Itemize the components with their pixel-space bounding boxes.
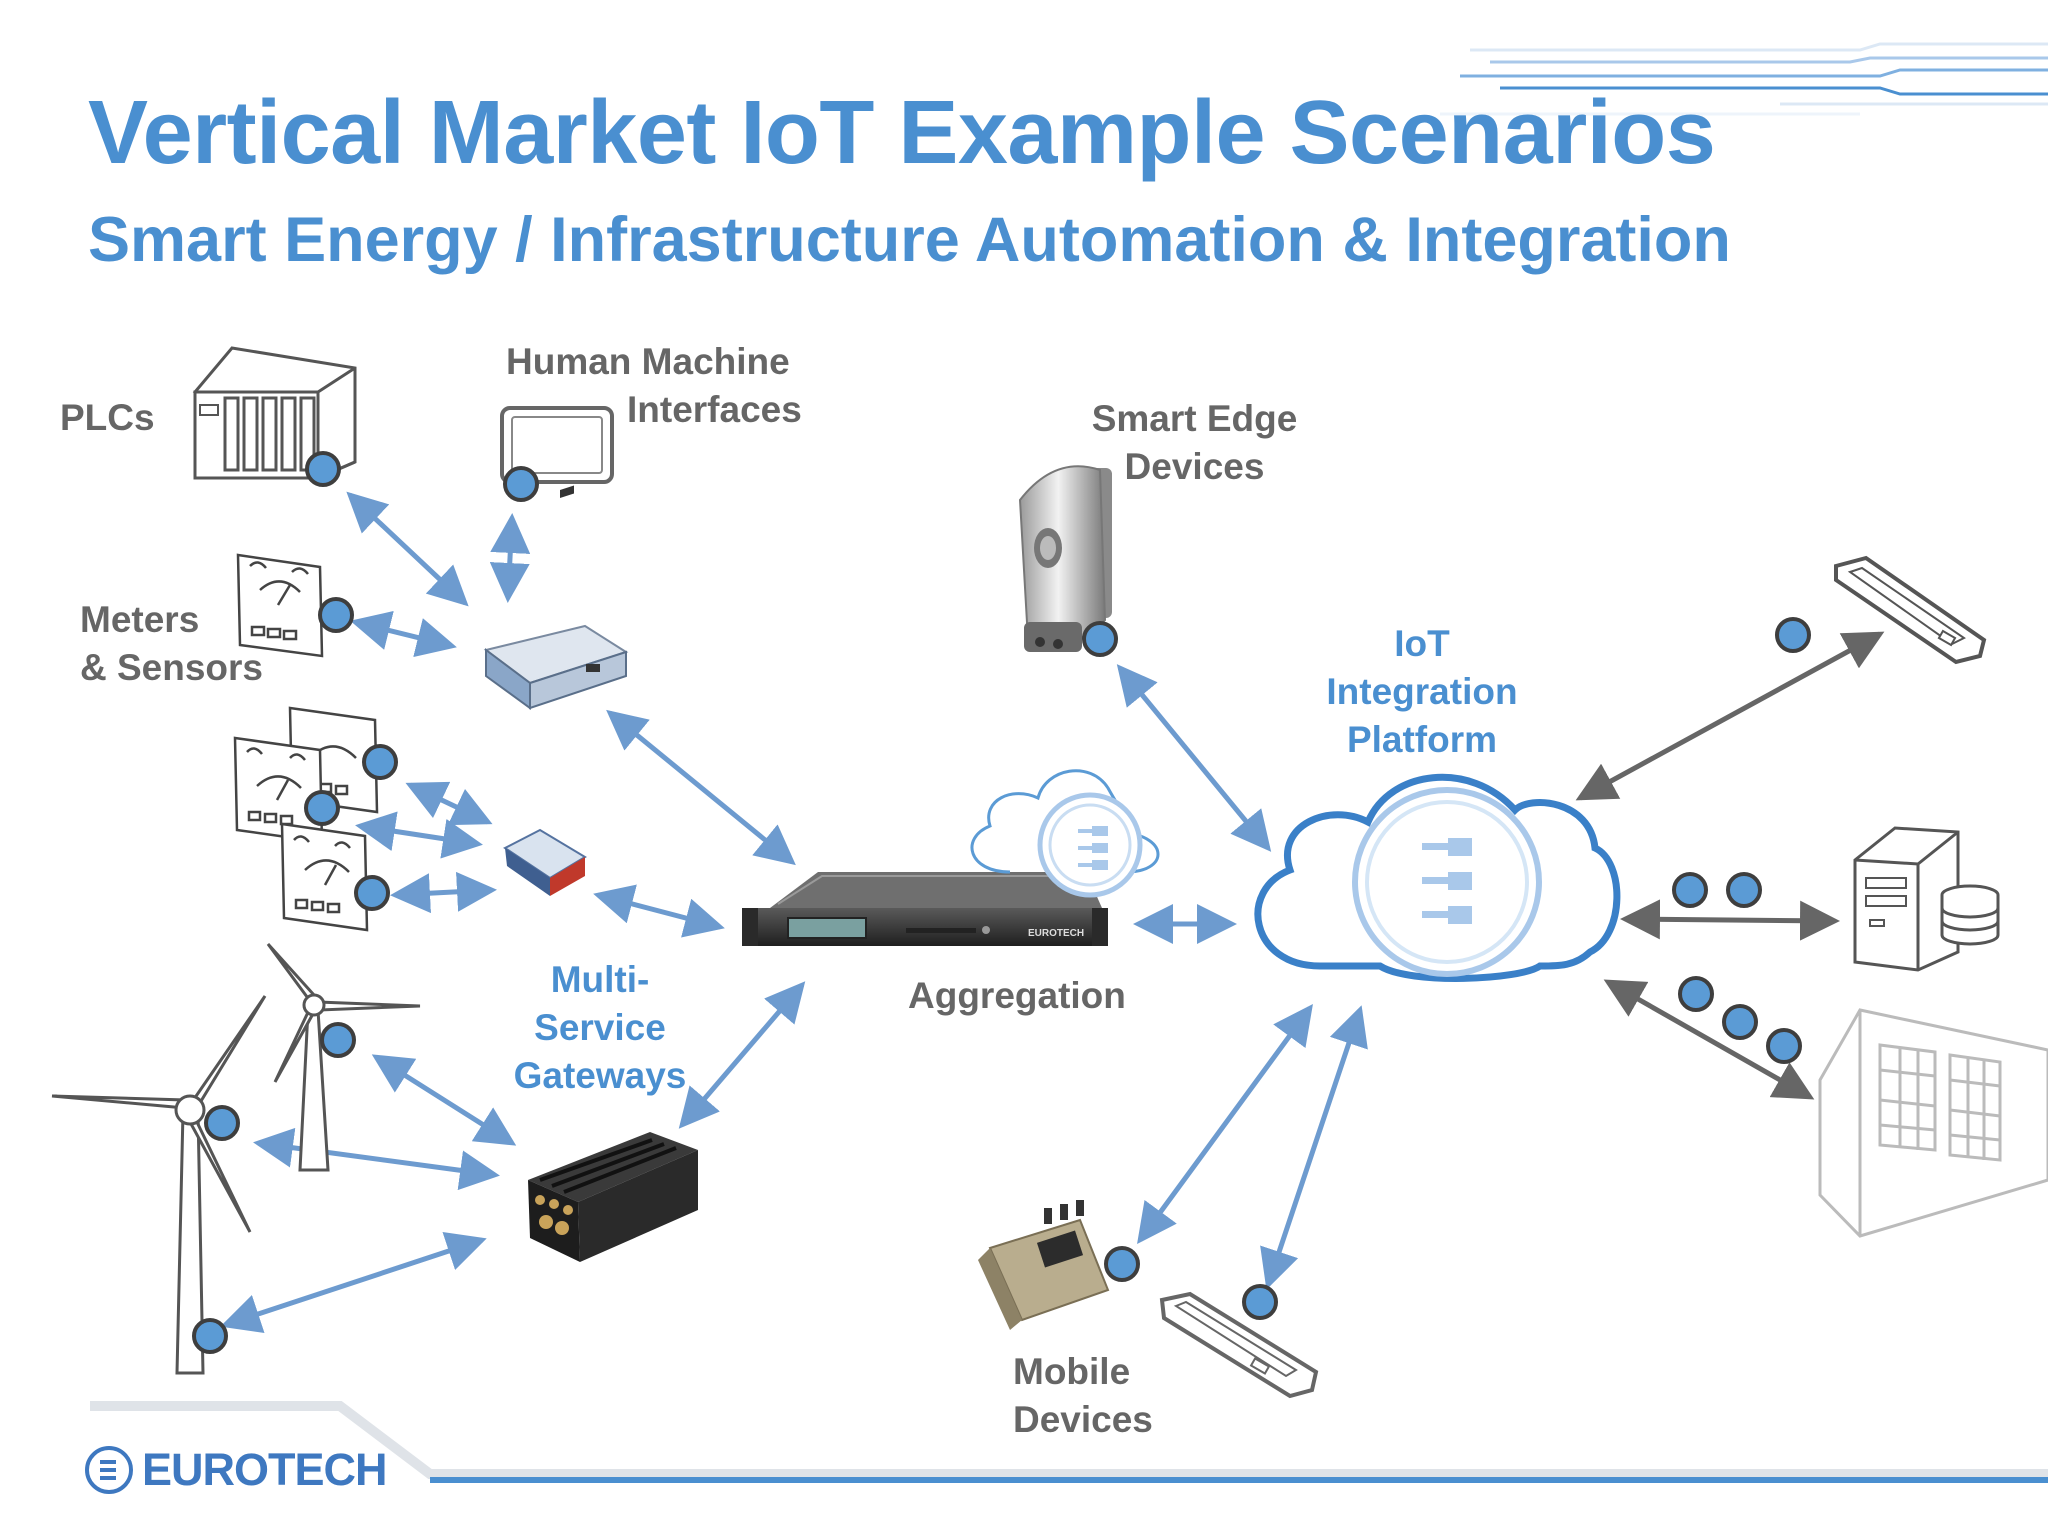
label-hmi-line2: Interfaces — [627, 389, 802, 430]
decor-bottom-band — [90, 1401, 2048, 1483]
label-iot-line1: IoT — [1394, 623, 1450, 664]
eurotech-logo-icon — [85, 1446, 133, 1494]
building-icon — [1818, 1008, 2048, 1238]
plc-node — [305, 451, 341, 487]
iot-cloud — [1254, 773, 1621, 982]
building-node-1 — [1678, 976, 1714, 1012]
arrow-cloud-server — [1620, 899, 1840, 941]
building-node-2 — [1722, 1004, 1758, 1040]
arrow-cloud-tablet — [1575, 631, 1885, 801]
wind-turbine-icons — [51, 942, 421, 1375]
label-smart-edge-line2: Devices — [1124, 446, 1265, 487]
iot-gateway-device — [483, 485, 629, 710]
rack-brand-label: EUROTECH — [1028, 928, 1084, 939]
server-node-1 — [1672, 872, 1708, 908]
arrow-gateway-aggregation — [606, 709, 796, 866]
meter-a-node — [362, 744, 398, 780]
mobile-phone-icon — [1159, 1291, 1319, 1399]
rugged-handheld-device — [978, 1200, 1110, 1330]
turbine-c-node — [192, 1318, 228, 1354]
arrow-cloud-mobile — [1260, 1005, 1368, 1290]
arrow-turbine-b-msg — [253, 1127, 500, 1191]
label-mobile-line2: Devices — [1013, 1399, 1153, 1440]
arrow-msg-aggregation — [678, 981, 806, 1129]
smart-edge-device — [1018, 465, 1112, 652]
turbine-b-node — [204, 1105, 240, 1141]
server-database-icon — [1853, 826, 2000, 972]
meter-node — [318, 597, 354, 633]
arrow-hmi-gateway — [489, 513, 531, 603]
decor-top-lines — [1440, 42, 2048, 116]
aggregation-cloud — [970, 769, 1160, 898]
tablet-icon — [1834, 555, 1987, 665]
tablet-node — [1775, 617, 1811, 653]
server-node-2 — [1726, 872, 1762, 908]
arrow-meter-a-dongle — [405, 781, 493, 826]
mobile-node — [1242, 1284, 1278, 1320]
connection-arrows-dark — [1575, 631, 1885, 1100]
meter-b-node — [304, 790, 340, 826]
arrow-plc-gateway — [346, 491, 469, 607]
label-msg-line2: Service — [534, 1007, 666, 1048]
arrow-cloud-handheld — [1137, 1003, 1313, 1245]
aggregation-rack-server: EUROTECH — [742, 872, 1108, 946]
page-title: Vertical Market IoT Example Scenarios — [88, 83, 1716, 183]
label-smart-edge-line1: Smart Edge — [1091, 398, 1298, 439]
page-subtitle: Smart Energy / Infrastructure Automation… — [88, 205, 1731, 275]
arrow-meters-gateway — [350, 610, 457, 658]
label-hmi-line1: Human Machine — [506, 341, 790, 382]
arrow-dongle-aggregation — [593, 884, 725, 938]
label-mobile-line1: Mobile — [1013, 1351, 1131, 1392]
meter-c-node — [354, 875, 390, 911]
arrow-cloud-building — [1603, 979, 1815, 1100]
arrow-meter-c-dongle — [390, 871, 497, 914]
plc-rack-icon — [192, 346, 357, 480]
handheld-node — [1104, 1246, 1140, 1282]
label-aggregation: Aggregation — [908, 975, 1126, 1016]
meter-panel-icon — [236, 553, 324, 658]
arrow-turbine-c-msg — [220, 1232, 487, 1333]
label-msg-line1: Multi- — [550, 959, 650, 1000]
multi-service-gateway-device — [528, 1132, 698, 1262]
hmi-node — [503, 466, 539, 502]
meter-panel-stack-icon — [233, 706, 379, 932]
label-meters-line2: & Sensors — [80, 647, 264, 688]
edge-node — [1082, 621, 1118, 657]
turbine-a-node — [320, 1022, 356, 1058]
label-iot-line3: Platform — [1346, 719, 1498, 760]
label-meters-line1: Meters — [80, 599, 200, 640]
building-node-3 — [1766, 1028, 1802, 1064]
connection-nodes — [192, 451, 1811, 1354]
arrow-meter-b-dongle — [355, 811, 483, 859]
label-iot-line2: Integration — [1326, 671, 1518, 712]
connection-arrows — [220, 491, 1368, 1333]
arrow-edge-cloud — [1116, 664, 1272, 852]
label-plcs: PLCs — [60, 397, 155, 438]
eurotech-logo: EUROTECH — [84, 1440, 388, 1500]
label-msg-line3: Gateways — [513, 1055, 687, 1096]
hmi-screen-icon — [500, 406, 614, 484]
usb-dongle-device — [503, 828, 587, 896]
eurotech-logo-text: EUROTECH — [142, 1444, 388, 1495]
